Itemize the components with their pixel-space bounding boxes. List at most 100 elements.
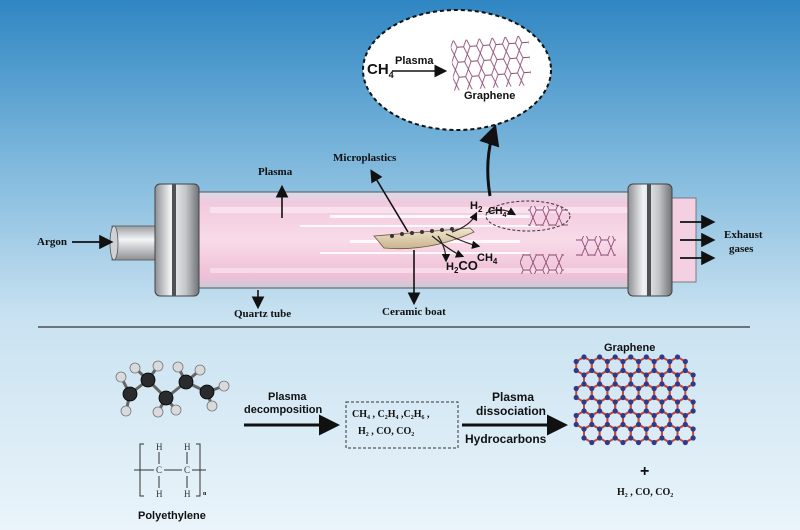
graphene-atom: [659, 435, 665, 441]
graphene-atom: [674, 408, 681, 414]
svg-text:C: C: [156, 465, 162, 475]
svg-text:H: H: [184, 489, 191, 499]
graphene-atom: [667, 385, 673, 392]
graphene-atom: [667, 412, 673, 419]
graphene-atom: [667, 367, 673, 374]
graphene-atom: [659, 372, 665, 378]
graphene-atom: [573, 367, 579, 374]
graphene-atom: [674, 381, 681, 387]
graphene-atom: [682, 421, 688, 428]
graphene-atom: [596, 426, 603, 432]
graphene-atom: [589, 394, 595, 401]
graphene-atom: [651, 367, 657, 374]
graphene-atom: [690, 435, 696, 441]
graphene-atom: [628, 435, 634, 441]
bubble-product-label: Graphene: [464, 90, 516, 102]
bubble-arrow-label: Plasma: [395, 55, 434, 67]
graphene-atom: [635, 412, 642, 419]
graphene-atom: [612, 399, 618, 405]
microplastics-label: Microplastics: [333, 152, 397, 164]
graphene-atom: [581, 399, 587, 405]
graphene-atom: [682, 358, 688, 365]
svg-text:C: C: [184, 465, 190, 475]
plus-sign: +: [640, 463, 650, 480]
graphene-atom: [643, 408, 649, 414]
svg-text:H: H: [184, 442, 191, 452]
gas-release-arrows: [431, 207, 517, 263]
exhaust-arrows: [680, 214, 716, 266]
graphene-atom: [628, 354, 634, 360]
graphene-atom: [682, 439, 688, 446]
intermediates-line1: CH₄ , C₂H₄ ,C₂H₆ ,: [352, 409, 430, 420]
graphene-atom: [620, 412, 626, 419]
graphene-atom: [604, 412, 610, 419]
zoom-bubble: [362, 9, 552, 131]
graphene-atom: [628, 426, 634, 432]
step2-label-below: Hydrocarbons: [465, 432, 547, 446]
graphene-atom: [643, 426, 649, 432]
graphene-atom: [690, 426, 696, 432]
graphene-in-tube: [485, 200, 616, 274]
graphene-atom: [596, 372, 603, 378]
graphene-atom: [589, 385, 595, 392]
graphene-atom: [690, 399, 696, 405]
graphene-atom: [589, 358, 595, 365]
intermediates-line2: H₂ , CO, CO₂: [358, 426, 415, 437]
h2co-gas-label: H2CO: [446, 258, 478, 276]
left-end-cap: [154, 183, 200, 297]
graphene-atom: [651, 358, 657, 365]
graphene-atom: [612, 381, 618, 387]
graphene-atom: [620, 385, 626, 392]
svg-text:H: H: [156, 442, 163, 452]
exhaust-label-line1: Exhaust: [724, 229, 763, 241]
graphene-lattice: [573, 354, 696, 446]
ceramic-boat-label: Ceramic boat: [382, 306, 446, 318]
quartz-tube-label: Quartz tube: [234, 308, 292, 320]
polyethylene-molecule: [115, 360, 230, 418]
graphene-atom: [573, 421, 579, 428]
bubble-reactant: CH4: [367, 61, 394, 80]
graphene-atom: [659, 426, 665, 432]
graphene-atom: [667, 421, 673, 428]
graphene-atom: [620, 367, 626, 374]
graphene-atom: [643, 399, 649, 405]
graphene-atom: [596, 354, 603, 360]
graphene-atom: [596, 381, 603, 387]
graphene-atom: [667, 358, 673, 365]
graphene-atom: [573, 412, 579, 419]
graphene-atom: [659, 399, 665, 405]
graphene-atom: [620, 439, 626, 446]
label-pointers: [251, 169, 421, 310]
graphene-atom: [604, 421, 610, 428]
graphene-atom: [604, 394, 610, 401]
graphene-atom: [682, 367, 688, 374]
graphene-atom: [651, 394, 657, 401]
graphene-atom: [667, 394, 673, 401]
exhaust-label-line2: gases: [729, 243, 754, 255]
graphene-atom: [620, 394, 626, 401]
step1-label-line2: decomposition: [244, 404, 323, 416]
graphene-atom: [690, 408, 696, 414]
graphene-atom: [651, 385, 657, 392]
graphene-atom: [635, 367, 642, 374]
graphene-atom: [612, 372, 618, 378]
graphene-atom: [659, 381, 665, 387]
graphene-atom: [589, 412, 595, 419]
polyethylene-formula: [134, 443, 206, 497]
graphene-atom: [635, 394, 642, 401]
graphene-atom: [674, 426, 681, 432]
byproducts-label: H₂ , CO, CO₂: [617, 487, 674, 498]
graphene-atom: [596, 399, 603, 405]
graphene-atom: [573, 385, 579, 392]
graphene-atom: [604, 358, 610, 365]
graphene-atom: [581, 381, 587, 387]
graphene-atom: [581, 408, 587, 414]
graphene-atom: [651, 439, 657, 446]
graphene-atom: [628, 372, 634, 378]
graphene-atom: [596, 435, 603, 441]
graphene-atom: [589, 367, 595, 374]
graphene-atom: [682, 394, 688, 401]
graphene-atom: [581, 435, 587, 441]
